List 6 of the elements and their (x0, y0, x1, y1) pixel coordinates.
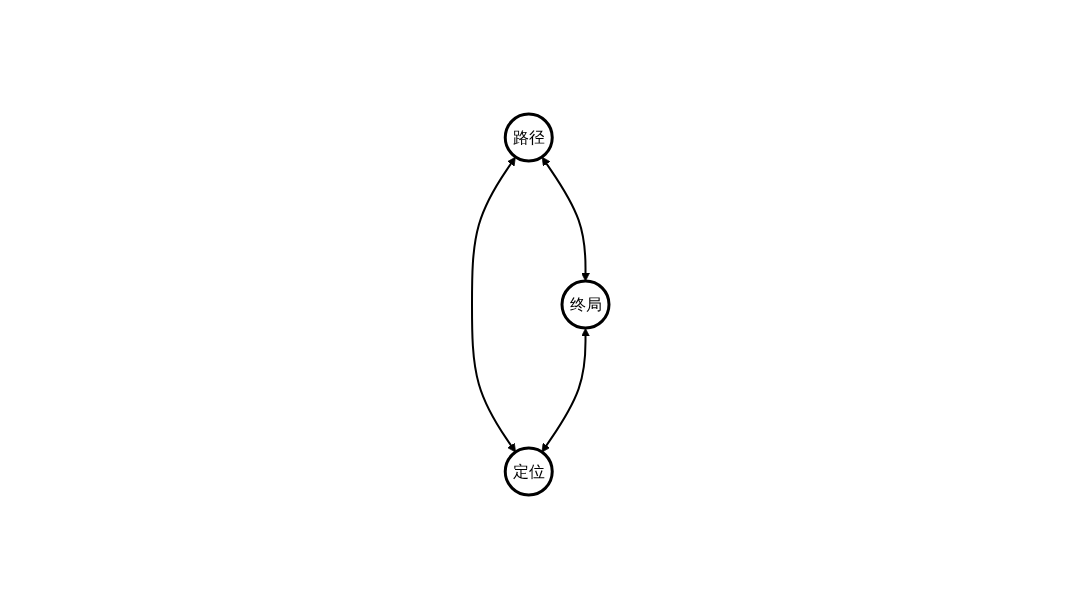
node-circle: 路径 (503, 112, 554, 162)
node-circle: 终局 (560, 279, 610, 329)
node-circle: 定位 (503, 446, 554, 496)
arrow (470, 156, 516, 452)
arrow (541, 156, 590, 281)
arrow (541, 327, 590, 452)
